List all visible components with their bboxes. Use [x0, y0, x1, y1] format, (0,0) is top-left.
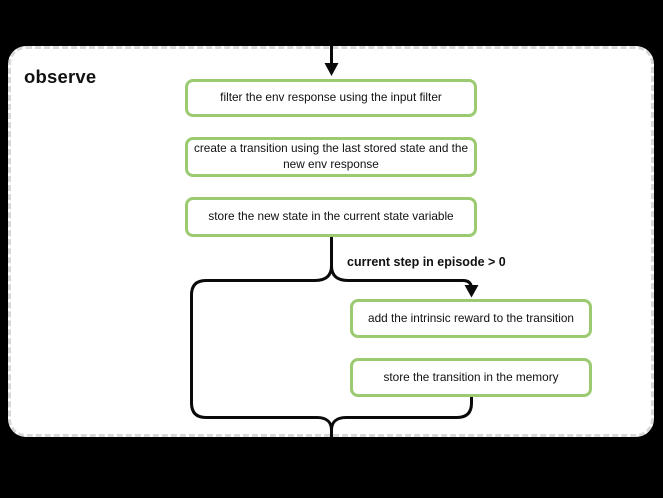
edge-condition-branch	[330, 264, 473, 291]
node-label: store the transition in the memory	[383, 369, 559, 384]
edge-skip-branch	[190, 235, 333, 432]
condition-arrowhead-icon	[464, 285, 479, 298]
edge-memory-to-merge	[330, 395, 473, 432]
node-label: create a transition using the last store…	[193, 141, 469, 171]
node-add-intrinsic-reward: add the intrinsic reward to the transiti…	[350, 299, 592, 338]
condition-label: current step in episode > 0	[347, 255, 506, 269]
node-filter-env-response: filter the env response using the input …	[185, 79, 477, 117]
node-create-transition: create a transition using the last store…	[185, 137, 477, 177]
entry-arrowhead-icon	[324, 63, 339, 76]
node-label: filter the env response using the input …	[220, 90, 442, 105]
node-store-transition-memory: store the transition in the memory	[350, 358, 592, 397]
node-label: store the new state in the current state…	[208, 209, 454, 224]
group-title: observe	[24, 66, 97, 87]
node-label: add the intrinsic reward to the transiti…	[368, 310, 574, 325]
node-store-new-state: store the new state in the current state…	[185, 197, 477, 237]
